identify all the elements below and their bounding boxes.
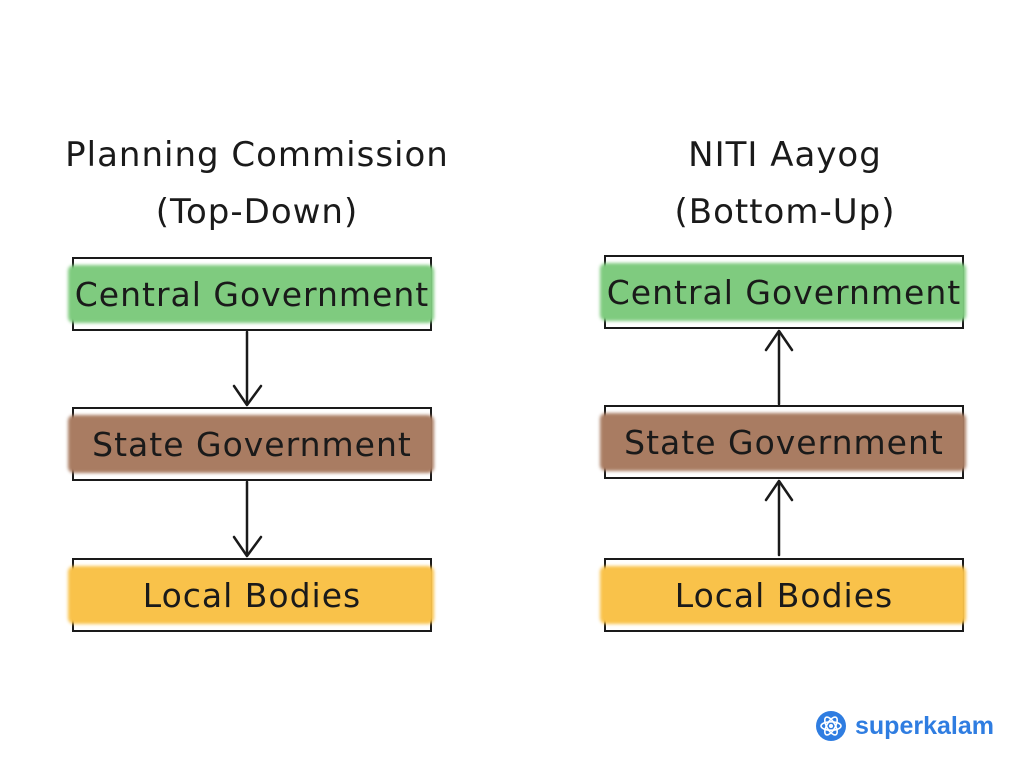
up-arrow-state-to-central [764,329,794,406]
right-local-bodies-box: Local Bodies [600,558,966,632]
right-subtitle: (Bottom-Up) [674,192,896,232]
box-label: Central Government [74,274,430,314]
brand-logo: superkalam [815,706,994,746]
box-fill [68,415,434,473]
right-title: NITI Aayog [688,135,882,175]
box-label: Central Government [606,272,962,312]
box-fill [68,265,434,323]
box-fill [600,413,966,471]
box-fill [600,263,966,321]
box-fill [600,566,966,624]
box-label: State Government [624,422,944,462]
up-arrow-local-to-state [764,479,794,557]
box-label: State Government [92,424,412,464]
left-subtitle: (Top-Down) [155,192,359,232]
left-state-government-box: State Government [68,407,434,481]
left-title: Planning Commission [65,135,449,175]
left-central-government-box: Central Government [68,257,434,331]
box-label: Local Bodies [674,575,894,615]
down-arrow-state-to-local [232,480,263,558]
down-arrow-central-to-state [232,330,263,407]
left-local-bodies-box: Local Bodies [68,558,434,632]
box-label: Local Bodies [142,575,362,615]
brand-name: superkalam [855,711,994,740]
right-central-government-box: Central Government [600,255,966,329]
right-state-government-box: State Government [600,405,966,479]
box-fill [68,566,434,624]
atom-icon [816,711,846,741]
